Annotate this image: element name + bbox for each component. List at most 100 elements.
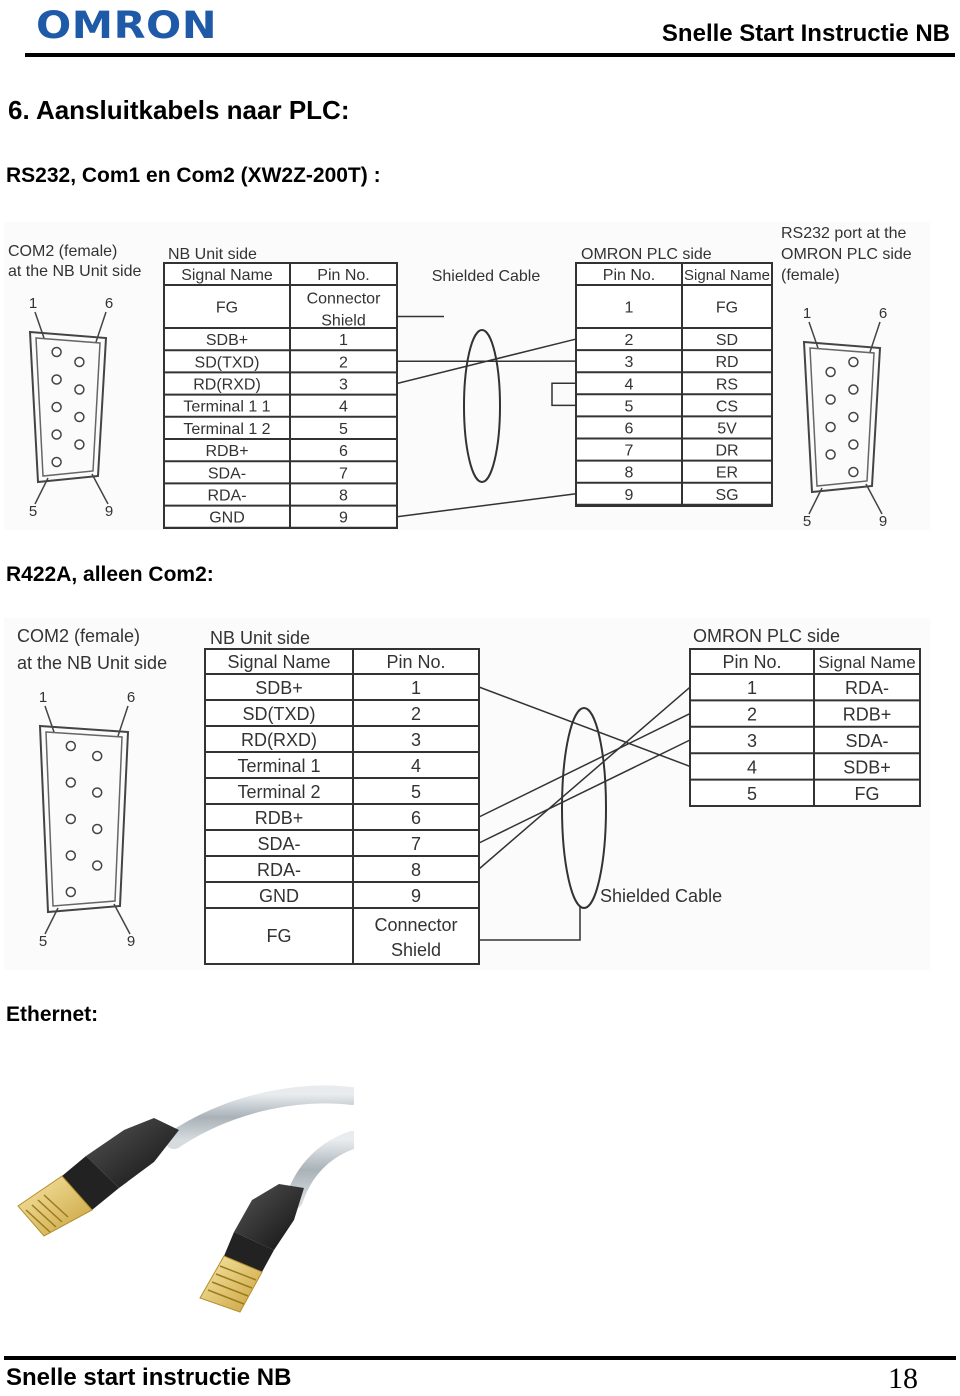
plc-col-pin-header: Pin No. [603, 267, 655, 284]
nb-signal-cell: Terminal 1 2 [183, 421, 270, 438]
pin-hole [93, 752, 102, 761]
pin-hole [52, 375, 61, 384]
pin-label: 5 [39, 933, 47, 950]
footer-title: Snelle start instructie NB [6, 1364, 291, 1392]
page-number: 18 [888, 1362, 918, 1396]
leader-line [809, 322, 818, 348]
leader-line [92, 474, 108, 504]
connector-caption: COM2 (female) [8, 243, 117, 260]
pin-hole [66, 742, 75, 751]
pin-hole [849, 358, 858, 367]
pin-hole [75, 413, 84, 422]
nb-signal-cell: RD(RXD) [241, 730, 317, 750]
plc-signal-cell: ER [716, 465, 738, 482]
pin-label: 9 [127, 933, 135, 950]
pin-hole [849, 440, 858, 449]
pin-label: 6 [127, 689, 135, 706]
db9-connector-icon [40, 706, 130, 934]
pin-hole [75, 440, 84, 449]
nb-pin-cell: Shield [321, 313, 365, 330]
pin-hole [849, 385, 858, 394]
nb-col-signal-header: Signal Name [227, 652, 330, 672]
nb-pin-cell: 3 [411, 730, 421, 750]
nb-pin-cell: Connector [374, 915, 457, 935]
nb-signal-cell: SDA- [208, 465, 246, 482]
header-divider [25, 53, 955, 57]
connector-caption: COM2 (female) [17, 626, 140, 646]
pin-hole [849, 413, 858, 422]
footer-divider [4, 1356, 956, 1360]
omron-logo: OMRON [36, 4, 217, 47]
nb-pin-cell: Shield [391, 940, 441, 960]
pin-label: 1 [29, 295, 37, 312]
pin-hole [52, 430, 61, 439]
wire [479, 687, 690, 766]
plc-pin-cell: 9 [625, 487, 634, 504]
plc-signal-cell: SG [715, 487, 738, 504]
plc-table [576, 263, 772, 506]
wire [479, 687, 690, 869]
nb-signal-cell: Terminal 2 [237, 782, 320, 802]
cable-shield-ellipse [562, 708, 606, 908]
pin-label: 9 [879, 513, 887, 530]
nb-pin-cell: 7 [339, 465, 348, 482]
pin-hole [66, 778, 75, 787]
pin-hole [52, 458, 61, 467]
nb-signal-cell: RD(RXD) [193, 377, 261, 394]
plc-pin-cell: 3 [747, 731, 757, 751]
pin-hole [75, 385, 84, 394]
nb-signal-cell: SDB+ [206, 332, 248, 349]
ethernet-cable-image [4, 1060, 354, 1315]
plc-pin-cell: 1 [747, 678, 757, 698]
pin-hole [66, 815, 75, 824]
plc-pin-cell: 3 [625, 354, 634, 371]
plc-pin-cell: 2 [625, 332, 634, 349]
connector-caption: OMRON PLC side [781, 246, 912, 263]
pin-hole [52, 403, 61, 412]
nb-pin-cell: 6 [339, 443, 348, 460]
pin-hole [93, 825, 102, 834]
plc-pin-cell: 4 [747, 757, 757, 777]
wire [397, 494, 576, 517]
connector-caption: at the NB Unit side [17, 653, 167, 673]
nb-signal-cell: RDA- [207, 488, 246, 505]
pin-label: 1 [803, 305, 811, 322]
plc-col-signal-header: Signal Name [684, 267, 770, 284]
nb-col-pin-header: Pin No. [317, 267, 369, 284]
plc-pin-cell: 7 [625, 443, 634, 460]
leader-line [35, 312, 44, 338]
nb-pin-cell: 2 [339, 354, 348, 371]
plc-signal-cell: CS [716, 398, 738, 415]
nb-signal-cell: Terminal 1 [237, 756, 320, 776]
cable-shield-ellipse [464, 330, 500, 482]
pin-hole [826, 395, 835, 404]
plc-side-title: OMRON PLC side [693, 626, 840, 646]
plc-signal-cell: 5V [717, 420, 737, 437]
pin-label: 5 [29, 503, 37, 520]
plc-signal-cell: SD [716, 332, 738, 349]
plc-pin-cell: 2 [747, 705, 757, 725]
nb-side-title: NB Unit side [168, 246, 257, 263]
plc-pin-cell: 4 [625, 376, 634, 393]
plc-pin-cell: 1 [625, 300, 634, 317]
nb-signal-cell: Terminal 1 1 [183, 399, 270, 416]
nb-pin-cell: Connector [307, 291, 381, 308]
pin-label: 9 [105, 503, 113, 520]
nb-signal-cell: GND [209, 510, 245, 527]
cable-label: Shielded Cable [600, 886, 722, 906]
connector-caption: RS232 port at the [781, 225, 907, 242]
db9-connector-icon [804, 322, 882, 514]
pin-label: 6 [105, 295, 113, 312]
nb-signal-cell: SDA- [257, 834, 300, 854]
ethernet-subheading: Ethernet: [6, 1003, 98, 1027]
pin-hole [93, 861, 102, 870]
nb-signal-cell: RDB+ [205, 443, 248, 460]
nb-pin-cell: 1 [339, 332, 348, 349]
leader-line [45, 706, 54, 732]
document-title: Snelle Start Instructie NB [662, 20, 950, 48]
plc-col-signal-header: Signal Name [818, 653, 915, 672]
plc-signal-cell: SDA- [845, 731, 888, 751]
pin-hole [52, 348, 61, 357]
nb-signal-cell: SDB+ [255, 678, 303, 698]
